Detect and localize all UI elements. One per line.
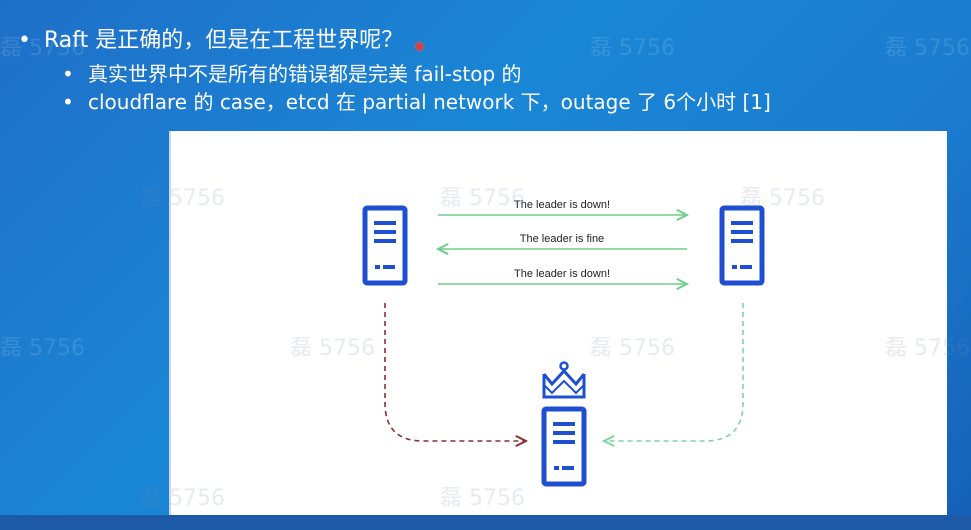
red-dashed-connector <box>384 303 526 441</box>
watermark-text: 磊 5756 <box>885 36 970 61</box>
laser-pointer-dot <box>416 43 423 50</box>
watermark-text: 磊 5756 <box>0 336 85 361</box>
slide-bottom-strip <box>0 515 971 530</box>
message-label: The leader is fine <box>520 233 604 245</box>
bullet-glyph: • <box>62 90 74 114</box>
server-icon <box>362 205 408 286</box>
bullet-main-text: Raft 是正确的，但是在工程世界呢？ <box>44 28 404 53</box>
diagram-panel: The leader is down! The leader is fine T… <box>169 131 947 515</box>
bullet-sub-text: 真实世界中不是所有的错误都是完美 fail-stop 的 <box>88 62 522 86</box>
bullet-sub-2: • cloudflare 的 case，etcd 在 partial networ… <box>62 86 771 115</box>
server-icon <box>541 406 587 487</box>
diagram-svg: The leader is down! The leader is fine T… <box>362 199 765 487</box>
server-icon <box>719 205 765 286</box>
crown-icon <box>542 361 586 399</box>
bullet-glyph: • <box>18 28 31 53</box>
site-badge: @稀土掘金技术社区 <box>795 492 931 510</box>
message-label: The leader is down! <box>514 199 610 211</box>
watermark-text: 磊 5756 <box>590 36 675 61</box>
bullet-main: • Raft 是正确的，但是在工程世界呢？ <box>18 22 403 54</box>
bullet-sub-text: cloudflare 的 case，etcd 在 partial network… <box>88 90 771 114</box>
bullet-glyph: • <box>62 62 74 86</box>
green-dashed-connector <box>604 303 744 441</box>
bullet-sub-1: • 真实世界中不是所有的错误都是完美 fail-stop 的 <box>62 58 522 87</box>
message-label: The leader is down! <box>514 268 610 280</box>
